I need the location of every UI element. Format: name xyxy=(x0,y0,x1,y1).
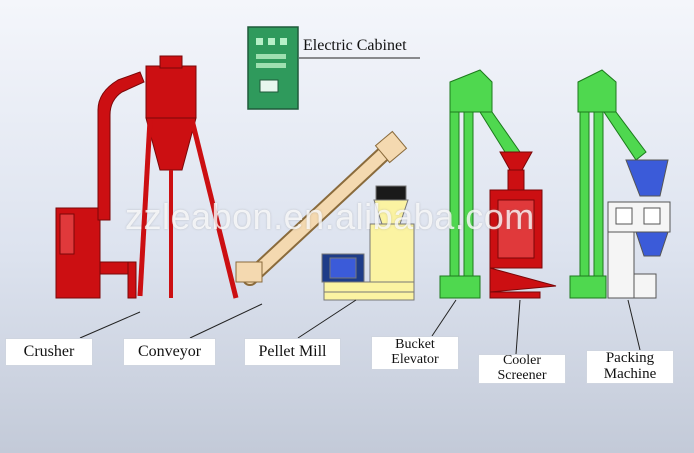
screw-conveyor xyxy=(235,130,408,286)
cooler-screener xyxy=(489,151,557,299)
electric-cabinet xyxy=(247,26,299,110)
conveyor-label: Conveyor xyxy=(123,338,216,366)
pellet-mill xyxy=(321,185,415,301)
packing-machine xyxy=(607,159,671,299)
label-pointers xyxy=(79,299,641,355)
crusher xyxy=(55,55,239,299)
crusher-label: Crusher xyxy=(5,338,93,366)
bucket-elevator-label: Bucket Elevator xyxy=(371,336,459,370)
cooler-screener-label: Cooler Screener xyxy=(478,353,566,384)
electric-cabinet-label: Electric Cabinet xyxy=(303,37,407,54)
watermark: zzleabon.en.alibaba.com xyxy=(125,196,535,237)
bucket-elevator-2 xyxy=(569,69,647,299)
pellet-mill-label: Pellet Mill xyxy=(244,338,341,366)
bucket-elevator xyxy=(439,69,521,299)
packing-machine-label: Packing Machine xyxy=(586,350,674,384)
